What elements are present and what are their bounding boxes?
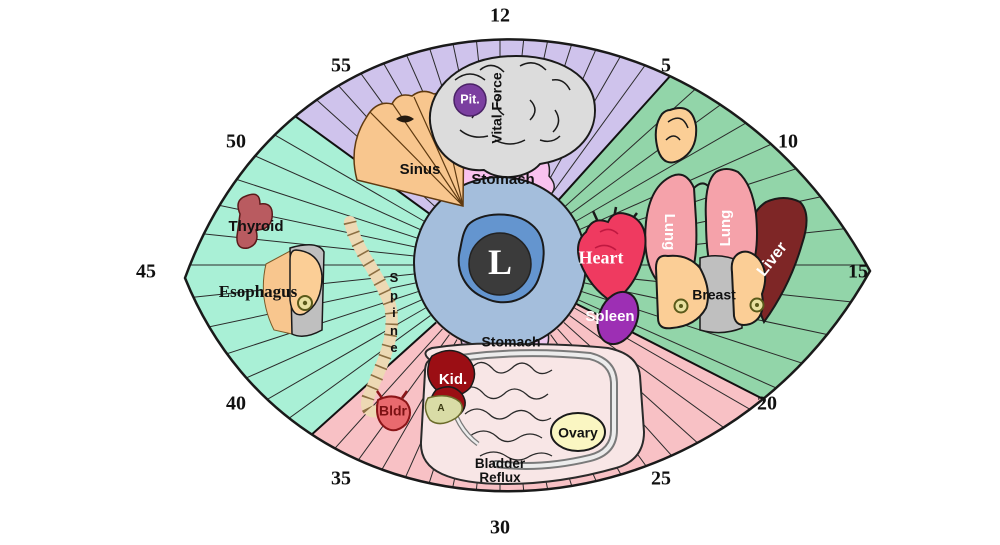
thyroid-illustration [236, 193, 273, 249]
brain-illustration [428, 54, 596, 179]
zone-throat-left [185, 39, 500, 492]
spleen-illustration [596, 290, 640, 346]
eye-outline [183, 38, 872, 493]
ovary-illustration [550, 412, 606, 452]
bladder-illustration [375, 390, 411, 432]
esophagus-breast-illustration [262, 244, 325, 337]
ear-illustration [654, 107, 698, 164]
heart-illustration [577, 206, 647, 304]
pituitary-circle [453, 83, 487, 117]
pupil-center [413, 176, 587, 350]
eye-icon [396, 115, 414, 123]
breast-illustration [654, 250, 767, 334]
spine-illustration [343, 216, 399, 418]
zone-chest-right [500, 39, 870, 492]
adrenal-illustration [424, 395, 463, 425]
